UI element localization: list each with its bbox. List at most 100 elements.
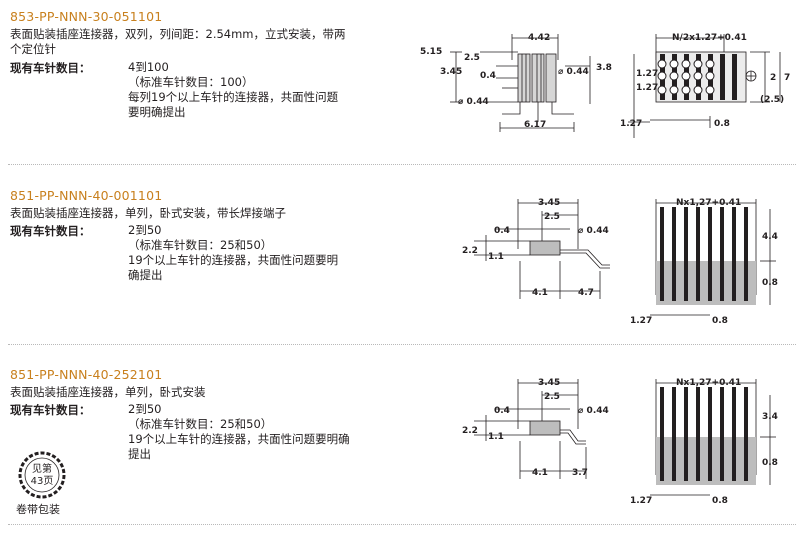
pins-line: 2到50 [128,402,162,416]
connector-pin [696,207,700,301]
description: 表面贴装插座连接器，单列，卧式安装，带长焊接端子 [10,206,286,221]
part-number: 853-PP-NNN-30-051101 [10,9,163,24]
side-view-drawing-3: 3.45 2.5 0.4 ⌀ 0.44 2.2 1.1 4.1 3.7 [462,378,609,479]
dim-label: 3.4 [762,412,778,422]
pins-line: 每列19个以上车针的连接器，共面性问题 [128,90,339,104]
pin-socket [681,71,691,81]
description-line: 表面贴装插座连接器，单列，卧式安装，带长焊接端子 [10,206,286,220]
dim-label: 1.27 [630,316,652,326]
description-line: 表面贴装插座连接器，双列，列间距：2.54mm，立式安装，带两 [10,27,346,41]
side-view-extra-dims-1: 5.15 [420,47,442,57]
pins-info: 4到100 （标准车针数目：100） 每列19个以上车针的连接器，共面性问题 要… [128,60,338,120]
description-line: 个定位针 [10,42,56,56]
pin-socket [669,85,679,95]
connector-pin [744,387,748,481]
dim-label: 4.4 [762,232,778,242]
pins-line: 19个以上车针的连接器，共面性问题要明确 [128,432,350,446]
pins-info: 2到50 （标准车针数目：25和50） 19个以上车针的连接器，共面性问题要明 … [128,223,338,283]
dim-label: 0.8 [712,316,728,326]
badge-line-2: 43页 [31,475,54,487]
pins-line: 2到50 [128,223,162,237]
front-view-drawing-1: N/2x1.27+0.41 1.27 1.27 2 7 (2.5) 1.27 0… [620,33,790,138]
dim-width: 3.45 [538,378,560,388]
dim-label: 2.2 [462,426,478,436]
dim-label: 7 [784,73,790,83]
dim-label: 0.4 [494,226,510,236]
connector-pin [684,387,688,481]
pins-line: 19个以上车针的连接器，共面性问题要明 [128,253,339,267]
dim-label: 0.8 [762,458,778,468]
section-divider [8,164,796,165]
connector-pin [720,54,725,100]
connector-pin [720,387,724,481]
side-view-drawing-2: 3.45 2.5 0.4 ⌀ 0.44 2.2 1.1 4.1 4.7 [462,198,610,299]
dim-label: 1.1 [488,432,504,442]
pins-line: （标准车针数目：25和50） [128,417,273,431]
dim-diameter: ⌀ 0.44 [578,226,609,236]
dim-label: (2.5) [760,95,784,105]
connector-pin [684,207,688,301]
dim-diameter: ⌀ 0.44 [578,406,609,416]
dim-label: 2.5 [544,392,560,402]
description: 表面贴装插座连接器，单列，卧式安装 [10,385,206,400]
dim-label: 0.8 [714,119,730,129]
pin-row [657,54,737,100]
side-view-drawing-1: 4.42 2.5 3.45 0.4 ⌀ 0.44 3.8 ⌀ 0.44 6.17 [440,33,612,132]
section-divider [8,524,796,525]
dim-label: 1.1 [488,252,504,262]
connector-pin [708,207,712,301]
pins-line: 4到100 [128,60,169,74]
dim-label: 1.27 [636,83,658,93]
dim-label: 0.4 [494,406,510,416]
dim-diameter: ⌀ 0.44 [458,97,489,107]
connector-pin [744,207,748,301]
pin-row [660,387,748,481]
dim-label: 1.27 [636,69,658,79]
dim-label: 0.8 [712,496,728,506]
pins-label: 现有车针数目： [10,61,91,75]
pins-line: 提出 [128,447,151,461]
dim-label: 5.15 [420,47,442,57]
connector-pin [660,387,664,481]
connector-pin [672,387,676,481]
dim-label: 1.27 [630,496,652,506]
pin-socket [681,85,691,95]
part-number: 851-PP-NNN-40-252101 [10,367,163,382]
connector-pin [708,387,712,481]
dim-label: 3.8 [596,63,612,73]
dim-label: 3.7 [572,468,588,478]
connector-pin [672,207,676,301]
part-number: 851-PP-NNN-40-001101 [10,188,163,203]
pins-line: 确提出 [128,268,163,282]
dim-width: 4.42 [528,33,550,43]
dim-label: 2.2 [462,246,478,256]
pins-line: （标准车针数目：100） [128,75,254,89]
dim-pitch-formula: N/2x1.27+0.41 [672,33,747,43]
pin-socket [705,71,715,81]
pins-line: （标准车针数目：25和50） [128,238,273,252]
tape-reel-icon: 见第 43页 [18,451,66,499]
dim-label: 4.7 [578,288,594,298]
dim-label: 2.5 [544,212,560,222]
dim-label: 0.4 [480,71,496,81]
pin-row [660,207,748,301]
dim-label: 4.1 [532,468,548,478]
dim-label: 0.8 [762,278,778,288]
dim-pitch-formula: Nx1,27+0.41 [676,198,741,208]
pin-socket [705,85,715,95]
connector-pin [732,387,736,481]
description: 表面贴装插座连接器，双列，列间距：2.54mm，立式安装，带两 个定位针 [10,27,346,57]
description-line: 表面贴装插座连接器，单列，卧式安装 [10,385,206,399]
connector-pin [732,207,736,301]
pins-info: 2到50 （标准车针数目：25和50） 19个以上车针的连接器，共面性问题要明确… [128,402,350,462]
front-view-drawing-3: Nx1,27+0.41 3.4 0.8 1.27 0.8 [630,378,778,506]
pin-socket [693,85,703,95]
dim-label: 2 [770,73,776,83]
dim-height: 3.45 [440,67,462,77]
pin-socket [669,71,679,81]
dim-label: 2.5 [464,53,480,63]
section-divider [8,344,796,345]
pin-socket [693,71,703,81]
pin-socket [693,59,703,69]
pin-socket [657,71,667,81]
